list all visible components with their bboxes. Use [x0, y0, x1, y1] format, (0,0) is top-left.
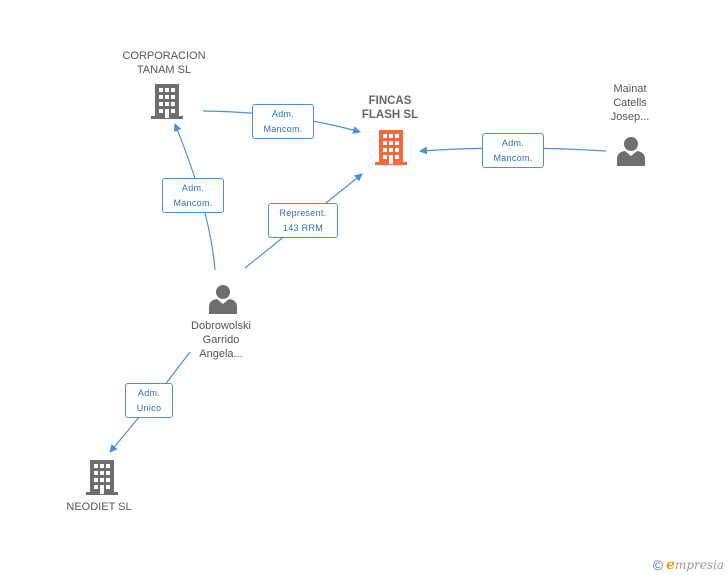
brand-name: mpresia: [674, 558, 724, 572]
label-line: TANAM SL: [136, 64, 192, 76]
building-icon[interactable]: [85, 459, 119, 495]
edge-label-line: Represent.: [279, 208, 327, 218]
person-icon[interactable]: [616, 136, 646, 166]
edge-label-dobro-to-fincas[interactable]: Represent. 143 RRM: [268, 203, 338, 238]
edge-label-corp-to-fincas[interactable]: Adm. Mancom.: [252, 104, 314, 139]
label-line: FINCAS: [368, 95, 412, 107]
label-line: Josep...: [610, 111, 650, 123]
label-line: Mainat: [613, 83, 647, 95]
edge-label-line: Mancom.: [263, 124, 303, 134]
node-label-dobrowolski: Dobrowolski Garrido Angela...: [171, 319, 271, 361]
edge-label-line: Adm.: [271, 109, 295, 119]
edge-label-line: Adm.: [137, 388, 161, 398]
node-label-fincas: FINCAS FLASH SL: [340, 94, 440, 122]
edge-label-line: Unico: [136, 403, 162, 413]
edge-label-line: Adm.: [181, 183, 205, 193]
edge-label-line: 143 RRM: [282, 223, 324, 233]
brand-initial: e: [666, 557, 675, 573]
label-line: FLASH SL: [361, 109, 419, 121]
label-line: CORPORACION: [122, 50, 206, 62]
edge-label-dobro-to-neodiet[interactable]: Adm. Unico: [125, 383, 173, 418]
copyright-icon: ©: [652, 557, 664, 573]
label-line: Catells: [613, 97, 647, 109]
label-line: Garrido: [202, 334, 240, 346]
edge-label-line: Mancom.: [493, 153, 533, 163]
label-line: Dobrowolski: [191, 320, 251, 332]
building-icon[interactable]: [150, 83, 184, 119]
person-icon[interactable]: [208, 284, 238, 314]
edge-label-mainat-to-fincas[interactable]: Adm. Mancom.: [482, 133, 544, 168]
label-line: NEODIET SL: [66, 501, 132, 513]
edge-label-line: Mancom.: [173, 198, 213, 208]
footer-brand: © empresia: [653, 557, 724, 573]
edge-label-dobro-to-corp[interactable]: Adm. Mancom.: [162, 178, 224, 213]
building-icon[interactable]: [374, 129, 408, 165]
node-label-neodiet: NEODIET SL: [49, 500, 149, 514]
node-label-mainat: Mainat Catells Josep...: [590, 82, 670, 124]
brand-logo[interactable]: empresia: [666, 557, 724, 573]
label-line: Angela...: [199, 348, 243, 360]
edge-label-line: Adm.: [501, 138, 525, 148]
node-label-corporacion: CORPORACION TANAM SL: [104, 49, 224, 77]
